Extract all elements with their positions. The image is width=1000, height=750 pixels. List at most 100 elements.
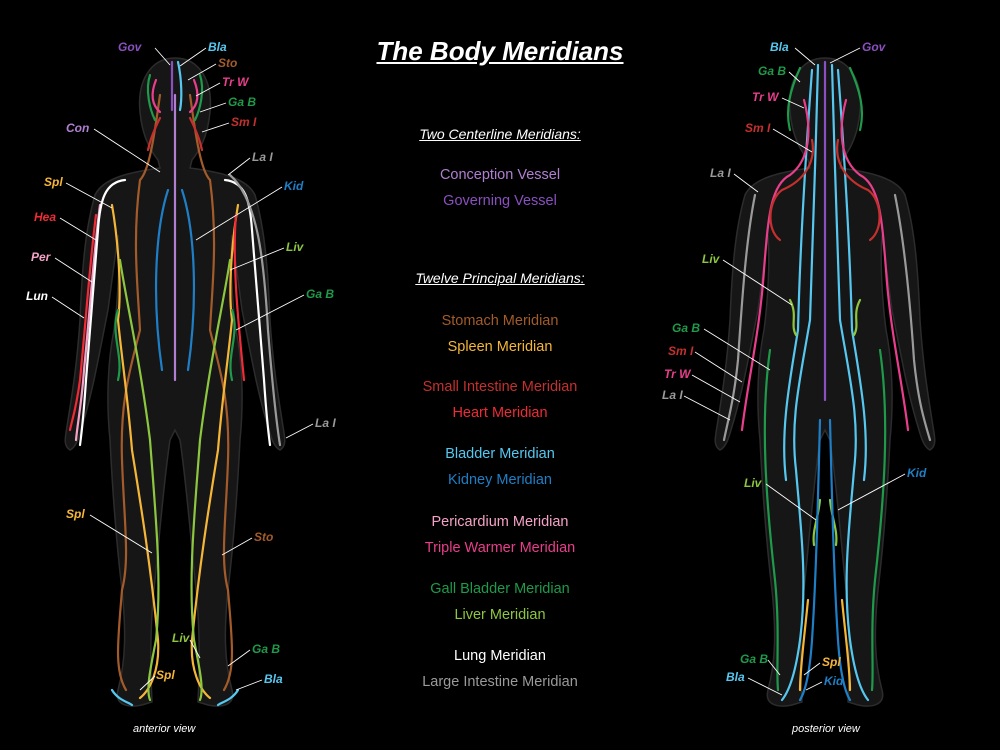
label-post-smi-2: Sm I [668, 344, 694, 358]
anterior-body [64, 57, 286, 707]
anterior-head-bladder-line [176, 60, 183, 112]
centerline-heading: Two Centerline Meridians: [419, 126, 581, 142]
posterior-kidney-line [798, 418, 852, 702]
leader-post-gab-2 [703, 328, 771, 371]
label-ant-con: Con [66, 121, 89, 135]
anterior-head-triple-warmer-line [151, 78, 199, 114]
label-post-gov: Gov [862, 40, 887, 54]
legend-spleen: Spleen Meridian [447, 339, 553, 355]
label-ant-lai-2: La I [315, 416, 336, 430]
leader-ant-gab-3 [227, 649, 251, 667]
label-ant-spl: Spl [44, 175, 63, 189]
label-ant-smi: Sm I [231, 115, 257, 129]
leader-ant-sto-2 [221, 537, 253, 556]
page-title: The Body Meridians [376, 36, 624, 66]
legend-kidney: Kidney Meridian [448, 472, 552, 488]
leader-ant-gab-2 [235, 294, 305, 331]
label-ant-gov: Gov [118, 40, 143, 54]
leader-ant-sto [187, 63, 217, 81]
label-ant-lai: La I [252, 150, 273, 164]
anterior-view-caption: anterior view [133, 723, 196, 735]
leader-ant-spl [65, 182, 113, 209]
label-post-smi: Sm I [745, 121, 771, 135]
leader-ant-liv [229, 247, 285, 271]
leader-post-lai-2 [683, 395, 731, 421]
label-ant-spl-3: Spl [156, 668, 175, 682]
leader-ant-per [54, 257, 93, 283]
posterior-triple-warmer-line-right [840, 98, 910, 432]
posterior-gall-bladder-line-right [870, 348, 887, 692]
anterior-liver-line-right [190, 258, 232, 702]
leader-post-smi-2 [694, 351, 743, 383]
leader-ant-trw [195, 82, 221, 97]
label-post-trw-2: Tr W [664, 367, 692, 381]
label-ant-per: Per [31, 250, 52, 264]
label-post-spl: Spl [822, 655, 841, 669]
posterior-spleen-line [798, 598, 852, 692]
anterior-lung-line [78, 178, 127, 447]
leader-post-gab [788, 71, 801, 83]
legend-heart: Heart Meridian [452, 405, 548, 421]
posterior-leader-lines [683, 47, 906, 696]
leader-ant-bla-2 [235, 679, 263, 691]
legend-lung: Lung Meridian [454, 648, 546, 664]
leader-ant-spl-3 [139, 675, 156, 691]
leader-ant-smi [201, 122, 230, 133]
label-ant-kid: Kid [284, 179, 304, 193]
label-ant-sto-2: Sto [254, 530, 273, 544]
posterior-view-caption: posterior view [792, 723, 860, 735]
anterior-large-intestine-line [228, 173, 282, 447]
leader-post-bla-2 [747, 677, 783, 696]
label-ant-sto: Sto [218, 56, 237, 70]
posterior-liver-line-right [828, 298, 862, 547]
leader-ant-lai [227, 157, 251, 176]
leader-ant-lun [51, 296, 85, 319]
label-ant-gab-3: Ga B [252, 642, 280, 656]
anterior-kidney-line [154, 188, 170, 372]
label-post-liv: Liv [702, 252, 721, 266]
label-ant-spl-2: Spl [66, 507, 85, 521]
label-ant-liv-2: Liv [172, 631, 191, 645]
posterior-small-intestine-line [769, 138, 881, 242]
leader-post-trw-2 [691, 374, 741, 403]
principal-heading: Twelve Principal Meridians: [415, 270, 585, 286]
leader-post-kid-2 [805, 681, 823, 691]
leader-ant-liv-2 [189, 639, 201, 659]
legend-pericardium: Pericardium Meridian [431, 514, 569, 530]
label-ant-bla-2: Bla [264, 672, 283, 686]
label-ant-trw: Tr W [222, 75, 250, 89]
posterior-bladder-line-inner-right [830, 63, 870, 702]
anterior-head-gall-bladder-line [146, 73, 204, 122]
leader-ant-gab [199, 102, 227, 113]
leader-ant-lai-2 [285, 423, 314, 439]
legend-bladder: Bladder Meridian [445, 446, 555, 462]
legend-liver: Liver Meridian [454, 607, 546, 623]
label-ant-lun: Lun [26, 289, 48, 303]
anterior-pericardium-line [74, 203, 102, 442]
leader-ant-gov [154, 47, 171, 66]
anterior-labels: Gov Bla Sto Tr W Ga B Sm I Con La I Spl … [26, 40, 336, 686]
anterior-liver-line [118, 258, 160, 702]
anterior-spleen-line-right [190, 203, 240, 700]
anterior-gall-bladder-line [229, 308, 236, 382]
posterior-meridian-lines [722, 60, 932, 702]
leader-post-lai [733, 173, 759, 193]
label-ant-gab: Ga B [228, 95, 256, 109]
legend-stomach: Stomach Meridian [441, 313, 559, 329]
leader-ant-kid [195, 186, 283, 241]
anterior-meridian-lines [68, 60, 282, 707]
anterior-head-small-intestine-line [146, 116, 204, 152]
label-post-lai-2: La I [662, 388, 683, 402]
anterior-leader-lines [51, 47, 314, 691]
leader-post-trw [781, 97, 805, 109]
anterior-gall-bladder-line-left [114, 308, 121, 382]
leader-post-gab-3 [767, 659, 781, 676]
anterior-kidney-line-right [180, 188, 196, 372]
legend-triple-warmer: Triple Warmer Meridian [424, 540, 576, 556]
label-post-kid: Kid [907, 466, 927, 480]
label-post-lai: La I [710, 166, 731, 180]
anterior-spleen-line [110, 203, 160, 700]
leader-ant-bla [179, 47, 207, 67]
leader-post-liv [722, 259, 793, 306]
label-post-gab-2: Ga B [672, 321, 700, 335]
